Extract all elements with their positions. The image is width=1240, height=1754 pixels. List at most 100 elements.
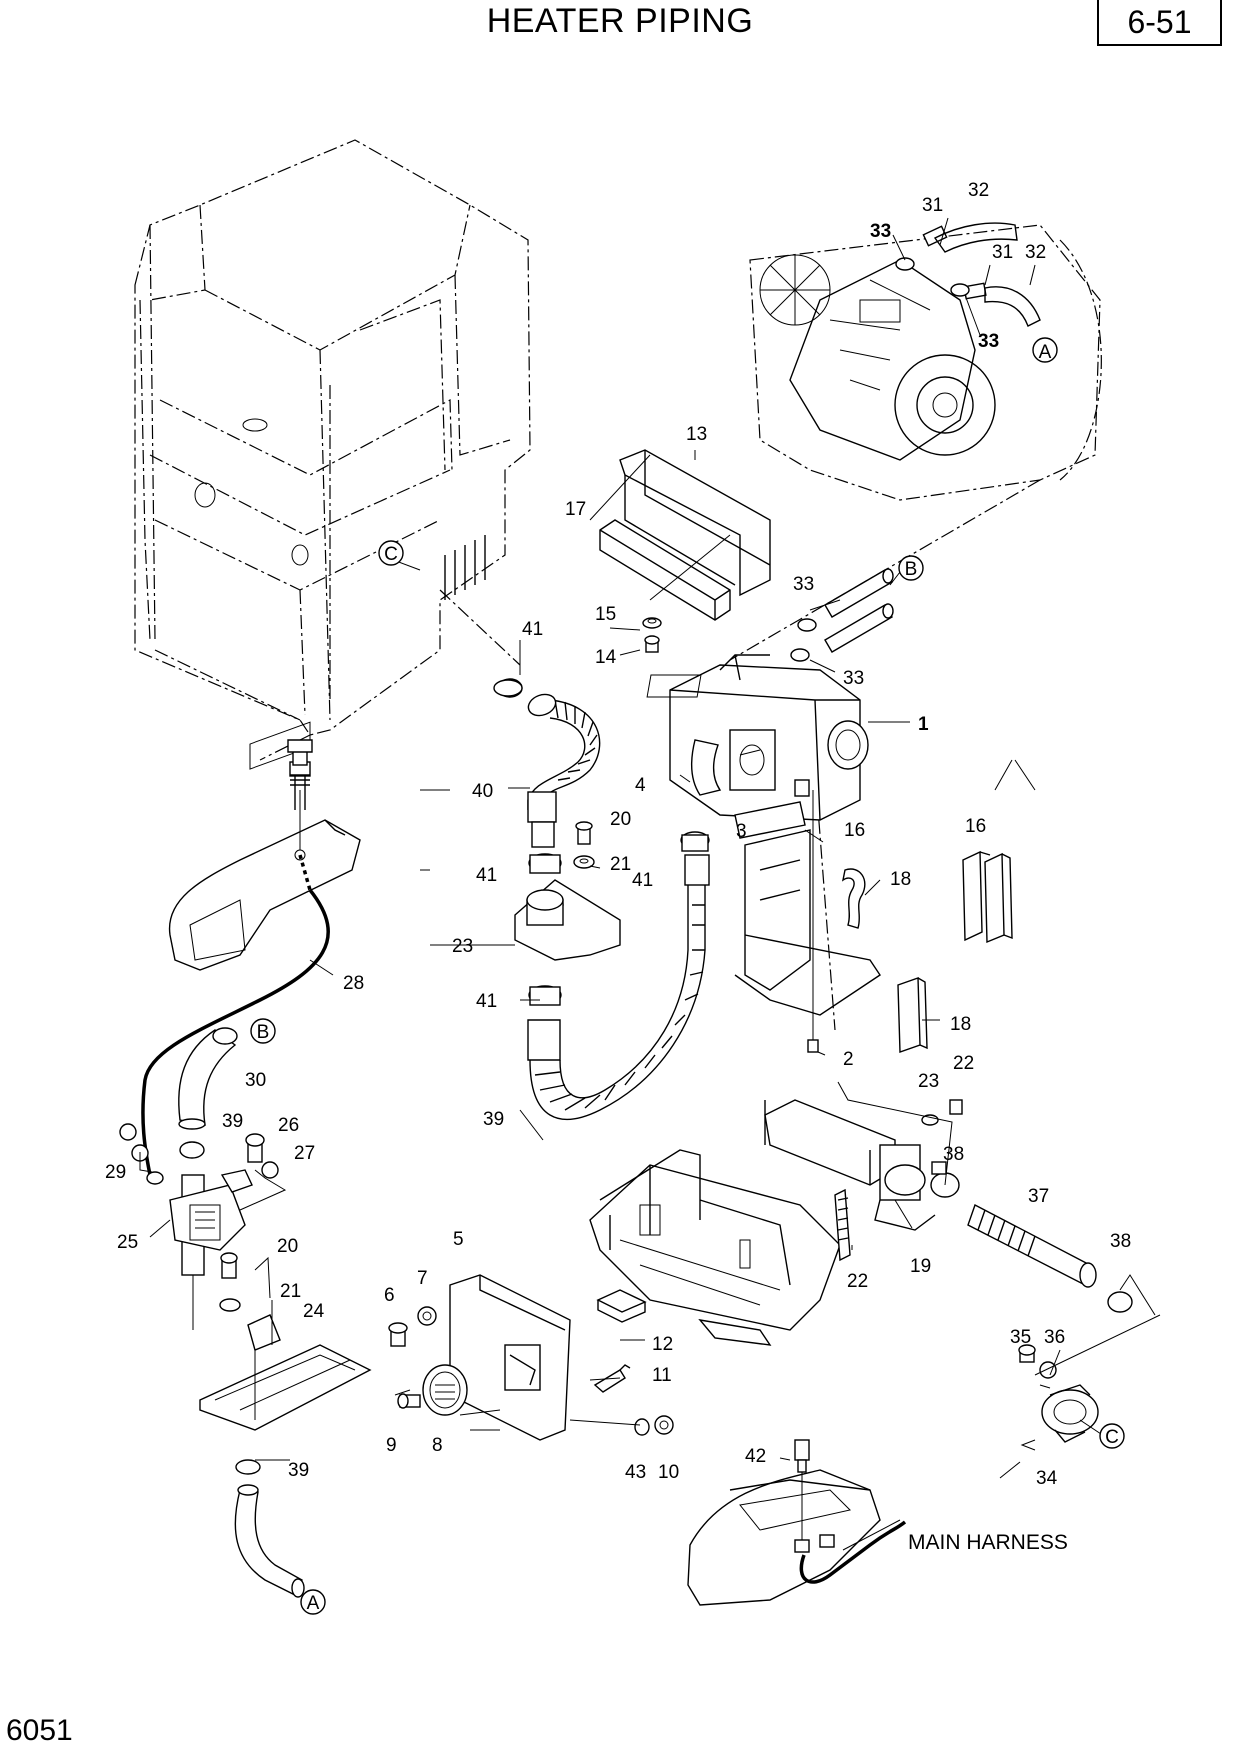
clamps-41 xyxy=(493,679,710,1006)
floor-cover-switch-42 xyxy=(687,1439,907,1606)
callout-27: 27 xyxy=(294,1143,315,1164)
connector-label: B xyxy=(905,559,918,580)
cab-frame-drawing xyxy=(134,139,531,761)
callout-5: 5 xyxy=(453,1229,464,1250)
engine-hoses-31-32 xyxy=(895,222,1041,327)
connector-c-flange: C xyxy=(1099,1423,1125,1449)
callout-32b: 32 xyxy=(1025,242,1046,263)
callout-19: 19 xyxy=(910,1256,931,1277)
callout-7: 7 xyxy=(417,1268,428,1289)
callout-43: 43 xyxy=(625,1462,646,1483)
connector-c-cab: C xyxy=(378,540,404,566)
connector-b-left: B xyxy=(250,1018,276,1044)
callout-39b: 39 xyxy=(483,1109,504,1130)
main-harness-label: MAIN HARNESS xyxy=(908,1531,1068,1554)
callout-40: 40 xyxy=(472,781,493,802)
callout-42: 42 xyxy=(745,1446,766,1467)
callout-8: 8 xyxy=(432,1435,443,1456)
bolt-14-washer-15 xyxy=(642,617,662,653)
callout-21: 21 xyxy=(610,854,631,875)
flange-34-group xyxy=(1018,1344,1099,1443)
page-number: 6-51 xyxy=(1097,0,1222,46)
callout-39: 39 xyxy=(222,1111,243,1132)
callout-22: 22 xyxy=(953,1053,974,1074)
callout-23: 23 xyxy=(452,936,473,957)
control-console xyxy=(168,721,361,971)
hose-39 xyxy=(527,854,710,1120)
callout-1: 1 xyxy=(918,714,929,735)
panel-5-group xyxy=(388,1274,674,1441)
callout-41c: 41 xyxy=(476,991,497,1012)
callout-18b: 18 xyxy=(950,1014,971,1035)
connector-label: C xyxy=(384,544,398,565)
hose-30 xyxy=(178,1027,238,1130)
lower-hose xyxy=(234,1459,305,1598)
callout-41b: 41 xyxy=(476,865,497,886)
callout-18: 18 xyxy=(890,869,911,890)
callout-12: 12 xyxy=(652,1334,673,1355)
short-hoses-near-b xyxy=(824,568,894,653)
callout-28: 28 xyxy=(343,973,364,994)
figure-code: 6051 xyxy=(6,1714,73,1747)
callout-33c: 33 xyxy=(793,574,814,595)
callout-41: 41 xyxy=(522,619,543,640)
cable-28 xyxy=(141,888,330,1176)
connector-label: A xyxy=(307,1593,320,1614)
callout-36: 36 xyxy=(1044,1327,1065,1348)
callout-14: 14 xyxy=(595,647,617,668)
connector-b-top: B xyxy=(898,555,924,581)
callout-33b: 33 xyxy=(978,331,999,352)
connector-label: A xyxy=(1039,342,1052,363)
heater-unit-1 xyxy=(646,654,869,821)
callout-4: 4 xyxy=(635,775,646,796)
clamps-33 xyxy=(790,618,817,662)
callout-6: 6 xyxy=(384,1285,395,1306)
callout-33d: 33 xyxy=(843,668,864,689)
callout-31: 31 xyxy=(922,195,943,216)
valve-25-group xyxy=(119,1123,279,1312)
callout-26: 26 xyxy=(278,1115,299,1136)
page-title: HEATER PIPING xyxy=(486,2,754,40)
callout-10: 10 xyxy=(658,1462,679,1483)
bracket-19-duct-37 xyxy=(764,1099,1133,1313)
callout-16: 16 xyxy=(844,820,865,841)
callout-25: 25 xyxy=(117,1232,138,1253)
connector-a-top: A xyxy=(1032,337,1058,363)
callout-38: 38 xyxy=(943,1144,964,1165)
callout-9: 9 xyxy=(386,1435,397,1456)
callout-13: 13 xyxy=(686,424,707,445)
bracket-23 xyxy=(514,879,621,961)
callout-21b: 21 xyxy=(280,1281,301,1302)
callout-24: 24 xyxy=(303,1301,325,1322)
connector-a-bottom: A xyxy=(300,1589,326,1615)
hose-40 xyxy=(497,678,601,848)
callout-3: 3 xyxy=(736,821,747,842)
callout-34: 34 xyxy=(1036,1468,1058,1489)
callout-30: 30 xyxy=(245,1070,266,1091)
connector-label: B xyxy=(257,1022,270,1043)
support-plate-area xyxy=(734,790,1013,1053)
bracket-13-and-foam-17 xyxy=(599,449,771,621)
callout-22b: 22 xyxy=(847,1271,868,1292)
callout-35: 35 xyxy=(1010,1327,1031,1348)
leader-lines xyxy=(139,217,1161,1551)
callout-2: 2 xyxy=(843,1049,854,1070)
callout-41d: 41 xyxy=(632,870,653,891)
callout-39c: 39 xyxy=(288,1460,309,1481)
callout-17: 17 xyxy=(565,499,586,520)
callout-20: 20 xyxy=(610,809,631,830)
callout-11: 11 xyxy=(652,1365,672,1386)
callout-33: 33 xyxy=(870,221,891,242)
callout-38b: 38 xyxy=(1110,1231,1131,1252)
callout-31b: 31 xyxy=(992,242,1013,263)
connector-label: C xyxy=(1105,1427,1119,1448)
callout-32: 32 xyxy=(968,180,989,201)
part-callouts: 1 2 3 4 5 6 7 8 9 10 11 12 13 14 15 16 1… xyxy=(105,180,1131,1489)
base-frame xyxy=(589,1149,851,1346)
callout-20b: 20 xyxy=(277,1236,298,1257)
bolt-20-washer-21-center xyxy=(573,821,595,869)
callout-16b: 16 xyxy=(965,816,986,837)
callout-23b: 23 xyxy=(918,1071,939,1092)
callout-29: 29 xyxy=(105,1162,126,1183)
